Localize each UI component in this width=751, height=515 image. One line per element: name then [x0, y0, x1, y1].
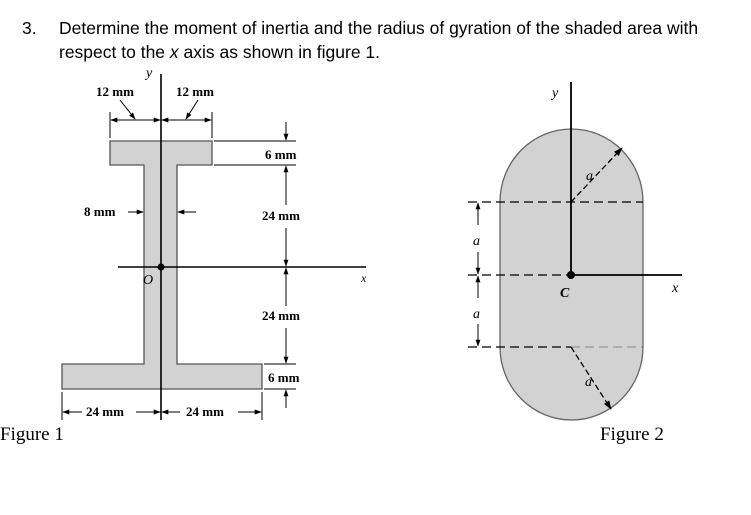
x-axis-label: x — [360, 271, 367, 285]
dim-lower-web-height: 24 mm — [262, 308, 300, 323]
dim-top-half-left: 12 mm — [96, 84, 134, 99]
centroid-label: C — [560, 286, 570, 301]
figure-1-diagram: y O x 12 mm 12 mm 6 mm 24 mm 24 mm 6 mm … — [61, 66, 367, 420]
dim-upper-a: a — [473, 234, 480, 249]
fig2-x-axis-label: x — [671, 281, 679, 296]
question-text: Determine the moment of inertia and the … — [59, 16, 751, 64]
radius-top-label: a — [586, 169, 593, 184]
figure-1-caption: Figure 1 — [0, 424, 64, 445]
dim-lower-a: a — [473, 307, 480, 322]
question-line-2: respect to the x axis as shown in figure… — [59, 42, 381, 62]
dim-web-width: 8 mm — [84, 204, 116, 219]
figure-2-diagram: y x C a a a a — [468, 82, 682, 421]
question-line-1: Determine the moment of inertia and the … — [59, 18, 699, 38]
dim-bottom-half-right: 24 mm — [186, 404, 224, 419]
y-axis-label: y — [144, 66, 153, 81]
figure-2-caption: Figure 2 — [600, 424, 664, 445]
radius-bottom-line — [570, 346, 612, 410]
radius-bottom-label: a — [585, 375, 592, 390]
dim-top-flange-thickness: 6 mm — [265, 147, 297, 162]
dim-bottom-half-left: 24 mm — [86, 404, 124, 419]
x-variable: x — [169, 42, 179, 62]
origin-label: O — [143, 273, 153, 288]
origin-point — [157, 263, 165, 271]
dim-bottom-flange-thickness: 6 mm — [268, 370, 300, 385]
centroid-point — [567, 271, 575, 279]
fig2-y-axis-label: y — [550, 86, 559, 101]
dim-top-half-right: 12 mm — [176, 84, 214, 99]
radius-top-line — [570, 147, 623, 203]
dim-upper-web-height: 24 mm — [262, 208, 300, 223]
question-number: 3. — [22, 18, 37, 38]
